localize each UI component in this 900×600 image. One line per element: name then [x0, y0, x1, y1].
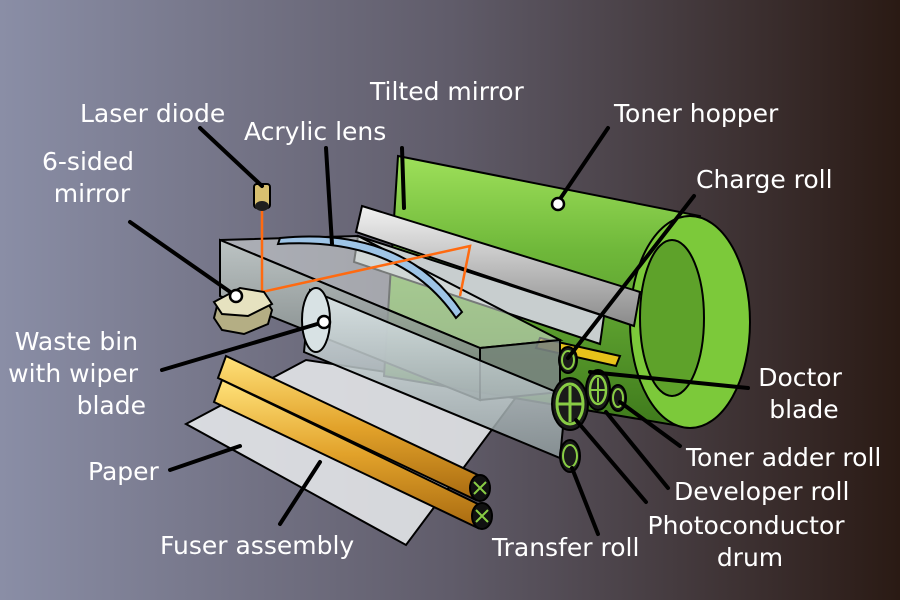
label-toner-hopper: Toner hopper	[613, 99, 779, 128]
roll-ends	[551, 346, 627, 473]
label-charge-roll: Charge roll	[696, 165, 833, 194]
label-paper: Paper	[88, 457, 160, 486]
developer-roll-end	[585, 369, 611, 411]
label-laser-diode: Laser diode	[80, 99, 225, 128]
label-doctor-blade: Doctor blade	[758, 363, 850, 424]
photoconductor-drum-end	[551, 377, 589, 431]
dot-hex-mirror	[228, 288, 244, 304]
transfer-roll-end	[559, 439, 581, 473]
tilted-mirror	[354, 204, 642, 328]
label-fuser-assembly: Fuser assembly	[160, 531, 354, 560]
label-developer-roll: Developer roll	[674, 477, 849, 506]
label-transfer-roll: Transfer roll	[491, 533, 639, 562]
label-acrylic-lens: Acrylic lens	[244, 117, 386, 146]
leader-lines	[128, 126, 750, 536]
hexagonal-mirror	[212, 286, 274, 336]
label-six-sided-mirror: 6-sided mirror	[42, 147, 142, 208]
dot-waste-bin	[316, 314, 332, 330]
labels: Laser diode Tilted mirror Toner hopper A…	[8, 77, 881, 572]
dot-toner-hopper	[550, 196, 566, 212]
acrylic-lens	[276, 235, 464, 320]
label-waste-bin: Waste bin with wiper blade	[8, 327, 146, 420]
label-photoconductor-drum: Photoconductor drum	[648, 511, 853, 572]
label-toner-adder-roll: Toner adder roll	[685, 443, 881, 472]
label-tilted-mirror: Tilted mirror	[369, 77, 525, 106]
laser-diode	[253, 183, 271, 211]
laser-beam	[260, 206, 472, 297]
fuser-assembly	[212, 354, 493, 530]
